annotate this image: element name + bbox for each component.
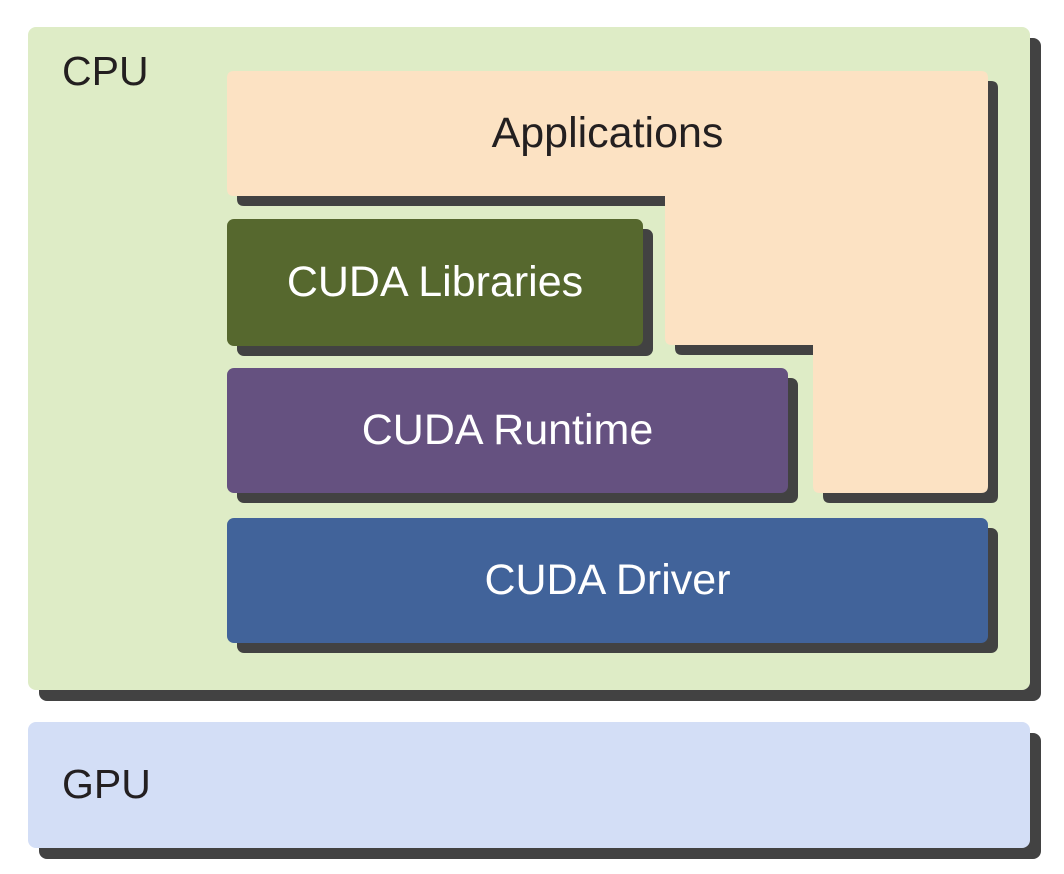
- cpu-label: CPU: [62, 48, 149, 94]
- cuda-driver-box: CUDA Driver: [227, 518, 988, 643]
- cuda-runtime-box: CUDA Runtime: [227, 368, 788, 493]
- cuda-runtime-label: CUDA Runtime: [361, 406, 654, 454]
- gpu-label: GPU: [62, 761, 151, 808]
- cuda-libraries-label: CUDA Libraries: [286, 258, 584, 306]
- cuda-driver-label: CUDA Driver: [484, 556, 731, 604]
- cuda-libraries-box: CUDA Libraries: [227, 219, 643, 346]
- applications-polygon: [227, 71, 988, 493]
- gpu-box: GPU: [28, 722, 1030, 848]
